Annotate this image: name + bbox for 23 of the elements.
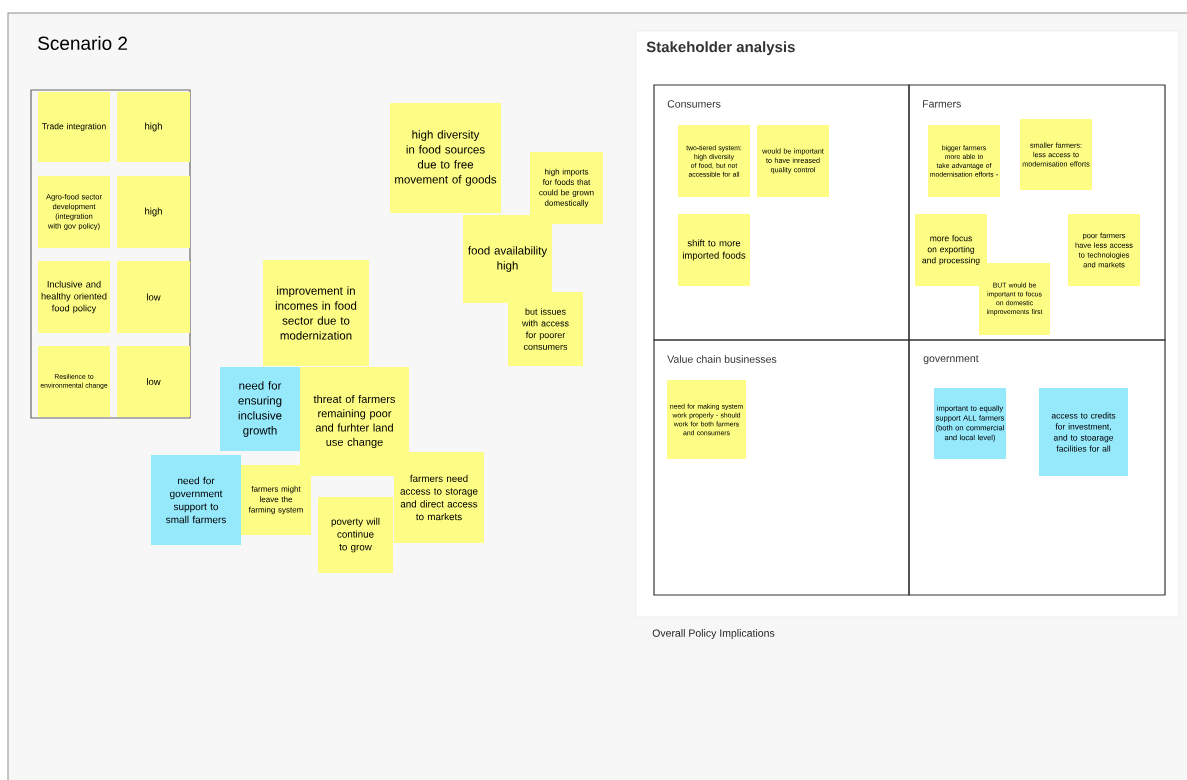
table-cell: low xyxy=(117,261,190,333)
sticky-note: food availability high xyxy=(463,215,552,303)
table-cell: low xyxy=(117,346,190,417)
table-frame xyxy=(30,89,191,419)
sticky-note: high imports for foods that could be grown domestically xyxy=(530,152,603,224)
table-cell: Trade integration xyxy=(38,92,110,162)
sticky-note: need for ensuring inclusive growth xyxy=(220,367,300,451)
sticky-note: high diversity in food sources due to free movement of goods xyxy=(390,103,501,213)
sticky-note: but issues with access for poorer consumers xyxy=(508,292,583,366)
sticky-note: shift to more imported foods xyxy=(678,214,750,286)
sticky-note: need for government support to small farmers xyxy=(151,455,241,545)
title: Scenario 2 xyxy=(38,36,128,50)
table-cell: high xyxy=(117,176,190,248)
sticky-note: farmers might leave the farming system xyxy=(241,465,311,535)
sticky-note: farmers need access to storage and direct access to markets xyxy=(394,452,484,543)
sticky-note: threat of farmers remaining poor and furhter land use change xyxy=(300,367,409,476)
section-label: Overall Policy Implications xyxy=(652,629,775,639)
table-cell: Inclusive and healthy oriented food policy xyxy=(38,261,110,333)
table-cell: high xyxy=(117,92,190,162)
sticky-note: improvement in incomes in food sector due to modernization xyxy=(263,260,369,366)
sticky-note: more focus on exporting and processing xyxy=(915,214,987,286)
sticky-note: access to credits for investment, and to stoarage facilities for all xyxy=(1039,388,1128,476)
sticky-note: poverty will continue to grow xyxy=(318,497,393,573)
